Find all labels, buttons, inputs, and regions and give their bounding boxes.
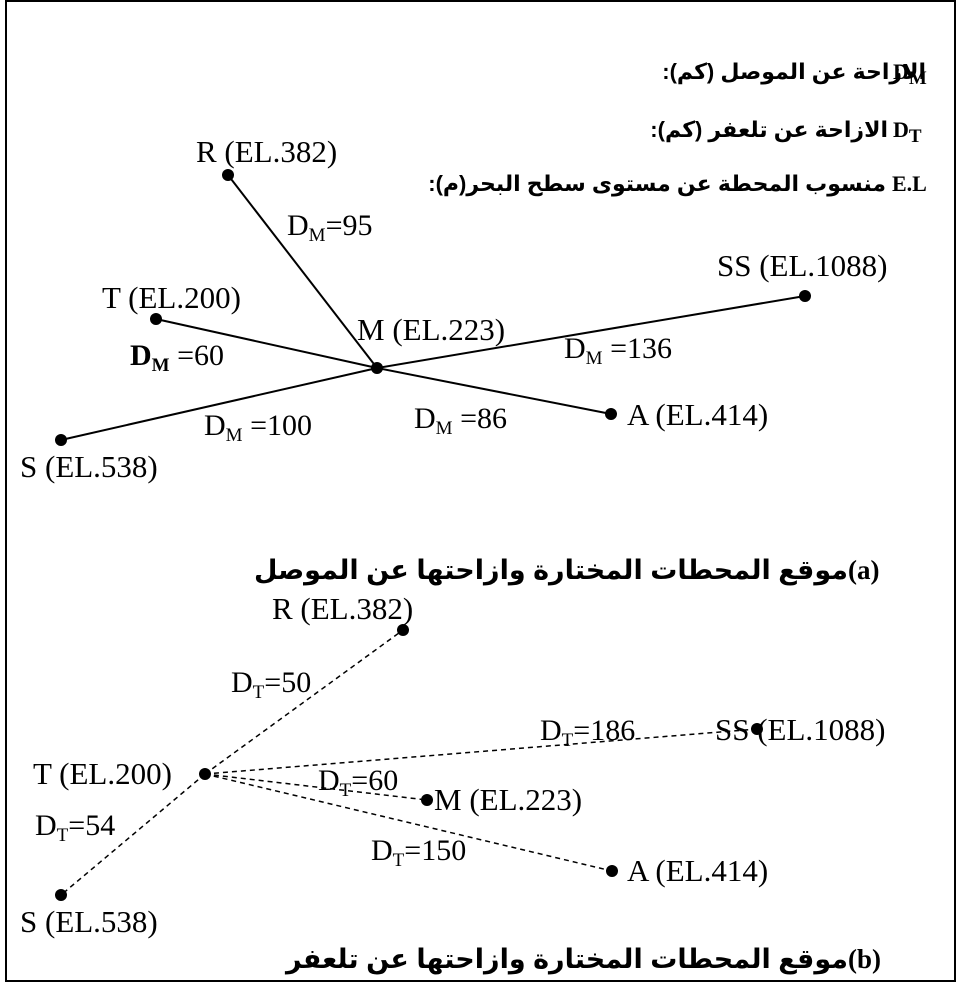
node-a-s <box>55 434 67 446</box>
node-a-r <box>222 169 234 181</box>
legend-el-symbol: E.L <box>892 171 927 196</box>
label-a-ss: SS (EL.1088) <box>717 248 888 283</box>
node-b-a <box>606 865 618 877</box>
label-a-m: M (EL.223) <box>357 312 505 347</box>
node-b-m <box>421 794 433 806</box>
dist-b-r: DT=50 <box>231 666 311 703</box>
legend-el: :منسوب المحطة عن مستوى سطح البحر(م) <box>428 171 886 197</box>
node-a-ss <box>799 290 811 302</box>
dist-a-ss: DM =136 <box>564 332 672 369</box>
edge-a-s <box>60 367 378 441</box>
legend-dt-symbol: DT <box>893 117 922 147</box>
label-a-s: S (EL.538) <box>20 449 158 484</box>
edge-b-r <box>204 629 404 775</box>
dist-a-r: DM=95 <box>287 209 373 246</box>
edge-a-t <box>155 318 378 369</box>
panel-a: M (EL.223) R (EL.382) T (EL.200) SS (EL.… <box>20 134 888 586</box>
caption-b-text: موقع المحطات المختارة وازاحتها عن تلعفر <box>284 944 848 975</box>
edge-b-a <box>204 773 613 872</box>
edge-a-ss <box>376 295 806 369</box>
label-b-m: M (EL.223) <box>434 782 582 817</box>
label-b-t: T (EL.200) <box>33 756 172 791</box>
dist-a-t: DM =60 <box>130 339 224 376</box>
label-b-ss: SS (EL.1088) <box>715 712 886 747</box>
edge-b-s <box>60 773 206 896</box>
label-b-s: S (EL.538) <box>20 904 158 939</box>
edge-b-ss <box>204 728 758 775</box>
label-a-r: R (EL.382) <box>196 134 337 169</box>
edge-a-a <box>376 367 612 415</box>
label-a-a: A (EL.414) <box>627 397 768 432</box>
node-b-t <box>199 768 211 780</box>
dist-a-s: DM =100 <box>204 409 312 446</box>
legend-dt: :الازاحة عن تلعفر (كم) <box>650 117 888 143</box>
node-b-s <box>55 889 67 901</box>
node-a-t <box>150 313 162 325</box>
label-a-t: T (EL.200) <box>102 280 241 315</box>
node-a-a <box>605 408 617 420</box>
label-b-r: R (EL.382) <box>272 591 413 626</box>
dist-b-s: DT=54 <box>35 809 115 846</box>
node-b-ss <box>751 723 763 735</box>
panel-b: T (EL.200) R (EL.382) SS (EL.1088) M (EL… <box>20 591 886 975</box>
label-b-a: A (EL.414) <box>627 853 768 888</box>
dist-b-a: DT=150 <box>371 834 466 871</box>
dist-b-m: DT=60 <box>318 764 398 801</box>
caption-a-text: موقع المحطات المختارة وازاحتها عن الموصل <box>254 555 848 586</box>
dist-b-ss: DT=186 <box>540 714 635 751</box>
figure-frame <box>5 0 956 982</box>
node-a-m <box>371 362 383 374</box>
edge-a-r <box>227 174 378 369</box>
legend: :الازاحة عن الموصل (كم) DM :الازاحة عن ت… <box>428 59 927 197</box>
node-b-r <box>397 624 409 636</box>
caption-b-letter: (b) <box>848 944 881 974</box>
dist-a-a: DM =86 <box>414 402 507 439</box>
legend-dm-symbol: DM <box>893 59 927 89</box>
edge-b-m <box>204 773 428 801</box>
caption-a-letter: (a) <box>848 555 879 585</box>
legend-dm: :الازاحة عن الموصل (كم) <box>662 59 926 85</box>
